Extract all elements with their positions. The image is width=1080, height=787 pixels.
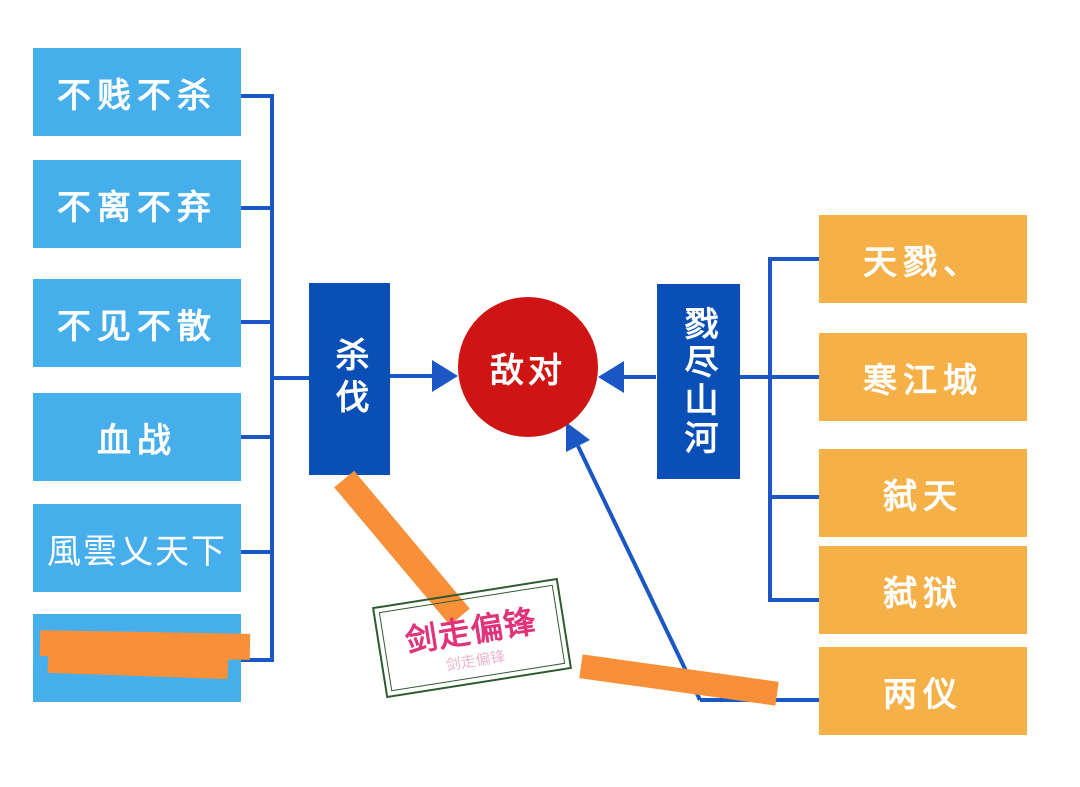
right-item-5: 两仪 (819, 647, 1027, 735)
left-item-2: 不离不弃 (33, 160, 241, 248)
right-group-box: 戮尽山河 (657, 284, 740, 479)
right-item-1: 天戮、 (819, 215, 1027, 303)
right-item-4: 弑狱 (819, 546, 1027, 634)
left-item-5: 風雲乂天下 (33, 504, 241, 592)
left-item-1: 不贱不杀 (33, 48, 241, 136)
left-item-3: 不见不散 (33, 279, 241, 367)
right-item-3: 弑天 (819, 449, 1027, 537)
right-item-2: 寒江城 (819, 333, 1027, 421)
left-item-4: 血战 (33, 393, 241, 481)
center-node: 敌对 (458, 297, 598, 437)
left-group-box: 杀伐 (309, 283, 390, 475)
